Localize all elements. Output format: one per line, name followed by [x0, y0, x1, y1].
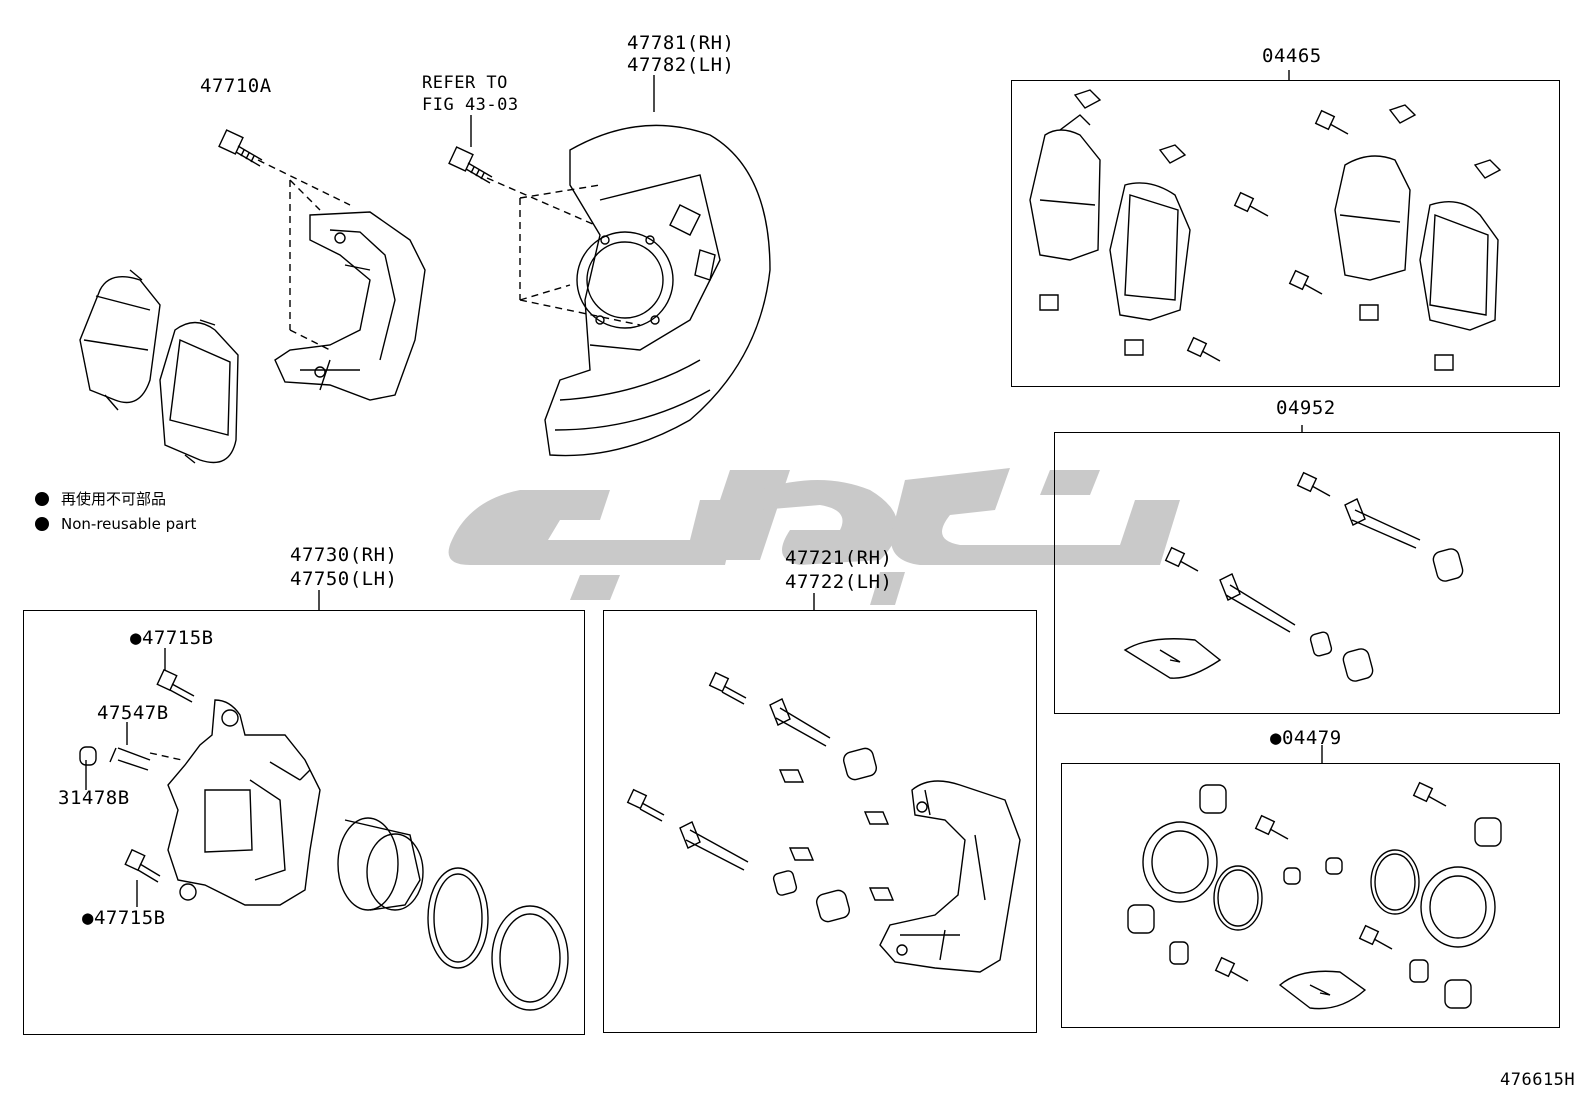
label-04465: 04465 [1262, 45, 1322, 67]
leader-lines [85, 70, 1323, 907]
label-47721-rh: 47721(RH) [785, 547, 893, 569]
caliper-bracket-top [274, 211, 426, 401]
box-47721 [603, 610, 1037, 1033]
pad-kit-04465-parts [1029, 89, 1502, 371]
watermark-logo [448, 468, 1180, 605]
mounting-bracket-parts [626, 671, 1021, 973]
slide-pin-kit-04952-parts [1123, 471, 1464, 682]
brake-pads-left [79, 269, 239, 464]
caliper-assembly-parts [79, 668, 569, 1011]
label-47715b-top: ●47715B [130, 627, 214, 649]
label-04479: ●04479 [1270, 727, 1342, 749]
label-47750-lh: 47750(LH) [290, 568, 398, 590]
label-refer-to: REFER TO [422, 73, 508, 93]
label-47782-lh: 47782(LH) [627, 54, 735, 76]
box-04465 [1011, 80, 1560, 387]
box-04479 [1061, 763, 1560, 1028]
label-47722-lh: 47722(LH) [785, 571, 893, 593]
box-04952 [1054, 432, 1560, 714]
dashed-guides [149, 159, 641, 761]
label-04952: 04952 [1276, 397, 1336, 419]
legend: 再使用不可部品 Non-reusable part [35, 490, 196, 533]
label-47730-rh: 47730(RH) [290, 544, 398, 566]
label-fig-43-03: FIG 43-03 [422, 95, 519, 115]
bullet-icon [35, 492, 49, 506]
seal-kit-04479-parts [1127, 781, 1502, 1010]
bolt-47710a [218, 129, 263, 167]
box-47730 [23, 610, 585, 1035]
legend-item-jp: 再使用不可部品 [35, 490, 196, 508]
label-47710a: 47710A [200, 75, 272, 97]
bolt-refer [448, 146, 493, 184]
figure-id: 476615H [1500, 1070, 1576, 1090]
label-31478b: 31478B [58, 787, 130, 809]
legend-text-jp: 再使用不可部品 [61, 490, 167, 508]
label-47781-rh: 47781(RH) [627, 32, 735, 54]
label-47547b: 47547B [97, 702, 169, 724]
label-47715b-bottom: ●47715B [82, 907, 166, 929]
legend-item-en: Non-reusable part [35, 515, 196, 533]
bullet-icon [35, 517, 49, 531]
dust-shield [544, 124, 771, 457]
legend-text-en: Non-reusable part [61, 515, 197, 533]
